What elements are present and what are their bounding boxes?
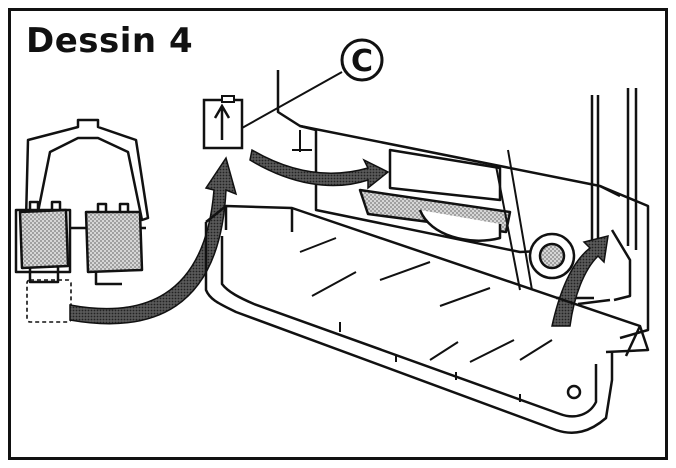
insert-arrow-icon [249,148,390,190]
curved-arrow-icon [69,156,238,325]
front-panel [204,204,650,434]
appliance-body [276,70,650,340]
callout-badge: C [241,38,384,129]
filter-frame-icon [14,118,150,323]
drawing-title: Dessin 4 [26,21,194,61]
callout-letter: C [351,44,373,79]
lift-arrow-icon [551,234,609,327]
up-arrow-icon [202,95,244,150]
